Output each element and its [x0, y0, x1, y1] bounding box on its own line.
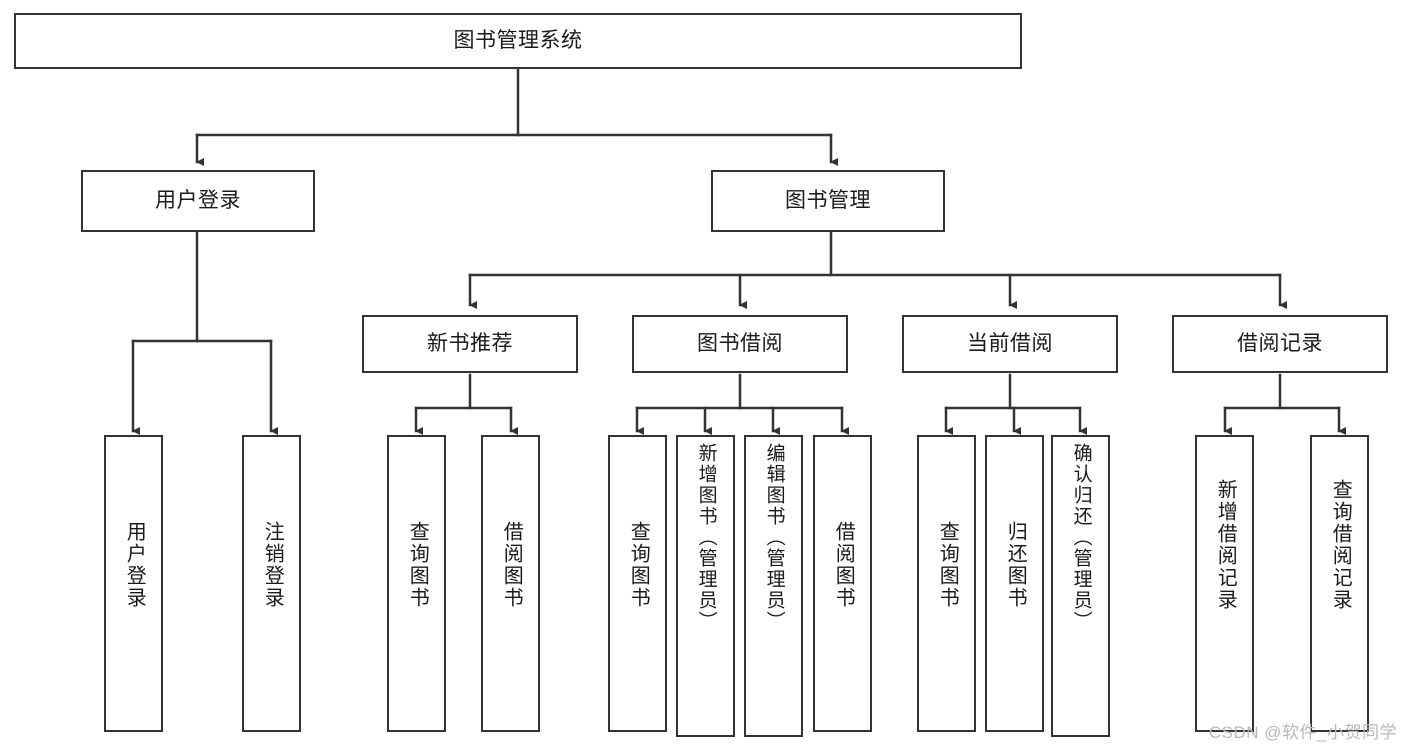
node-label: 查询借阅记录	[1329, 479, 1352, 611]
node-label: 编辑图书（管理员）	[763, 443, 785, 632]
node-book-management[interactable]: 图书管理	[711, 170, 945, 232]
node-label: 借阅图书	[500, 521, 523, 609]
node-label: 确认归还（管理员）	[1070, 443, 1092, 632]
node-new-book-recommend[interactable]: 新书推荐	[362, 315, 578, 373]
leaf-book-borrow-edit[interactable]: 编辑图书（管理员）	[744, 435, 803, 737]
leaf-book-borrow-add[interactable]: 新增图书（管理员）	[676, 435, 735, 737]
node-borrow-record[interactable]: 借阅记录	[1172, 315, 1388, 373]
leaf-borrow-record-add[interactable]: 新增借阅记录	[1195, 435, 1254, 732]
leaf-user-login-login[interactable]: 用户登录	[104, 435, 163, 732]
leaf-borrow-record-query[interactable]: 查询借阅记录	[1310, 435, 1369, 732]
node-label: 借阅记录	[1237, 332, 1323, 356]
leaf-new-book-borrow[interactable]: 借阅图书	[481, 435, 540, 732]
node-label: 查询图书	[936, 521, 959, 609]
node-user-login[interactable]: 用户登录	[81, 170, 315, 232]
node-label: 注销登录	[261, 521, 284, 609]
node-label: 当前借阅	[967, 332, 1053, 356]
node-label: 图书借阅	[697, 332, 783, 356]
node-label: 归还图书	[1004, 521, 1027, 609]
leaf-book-borrow-query[interactable]: 查询图书	[608, 435, 667, 732]
node-label: 借阅图书	[832, 521, 855, 609]
node-current-borrow[interactable]: 当前借阅	[902, 315, 1118, 373]
node-label: 用户登录	[123, 521, 146, 609]
node-label: 新增借阅记录	[1214, 479, 1237, 611]
leaf-new-book-query[interactable]: 查询图书	[387, 435, 446, 732]
node-label: 新书推荐	[427, 332, 513, 356]
leaf-current-borrow-query[interactable]: 查询图书	[917, 435, 976, 732]
leaf-current-borrow-return[interactable]: 归还图书	[985, 435, 1044, 732]
node-root-book-management-system[interactable]: 图书管理系统	[14, 13, 1022, 69]
leaf-book-borrow-borrow[interactable]: 借阅图书	[813, 435, 872, 732]
csdn-watermark: CSDN @软件_小贺同学	[1208, 723, 1397, 742]
node-label: 用户登录	[155, 189, 241, 213]
node-label: 新增图书（管理员）	[695, 443, 717, 632]
node-book-borrow[interactable]: 图书借阅	[632, 315, 848, 373]
node-label: 图书管理	[785, 189, 871, 213]
node-label: 图书管理系统	[453, 29, 583, 53]
node-label: 查询图书	[406, 521, 429, 609]
node-label: 查询图书	[627, 521, 650, 609]
leaf-current-borrow-confirm-return[interactable]: 确认归还（管理员）	[1051, 435, 1110, 737]
leaf-user-login-logout[interactable]: 注销登录	[242, 435, 301, 732]
